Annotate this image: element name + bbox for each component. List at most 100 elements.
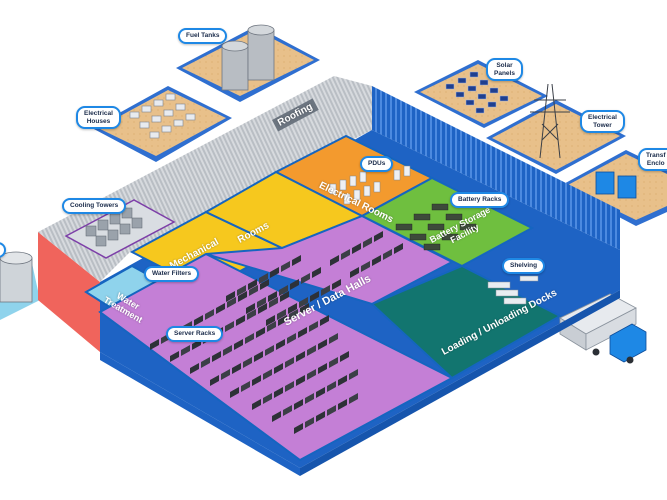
callout-water-filters: Water Filters: [144, 266, 200, 282]
callout-electrical-houses-line2: Houses: [86, 117, 111, 125]
server-rack: [276, 339, 285, 350]
callout-solar-panels-line1: Solar: [496, 62, 513, 69]
server-rack: [305, 417, 314, 428]
server-rack: [252, 399, 261, 410]
callout-server-racks: Server Racks: [166, 326, 224, 342]
server-rack: [194, 315, 203, 326]
server-rack: [299, 297, 308, 308]
server-rack: [181, 345, 190, 356]
server-rack: [307, 345, 316, 356]
server-rack: [352, 243, 361, 254]
server-rack: [292, 255, 301, 266]
server-rack: [280, 291, 289, 302]
server-rack: [372, 255, 381, 266]
server-rack: [281, 261, 290, 272]
callout-electrical-tower: Electrical Tower: [580, 110, 625, 133]
electrical-houses-pad: [92, 86, 232, 162]
server-rack: [329, 357, 338, 368]
server-rack: [383, 249, 392, 260]
zone-server-halls-upper: [205, 214, 455, 306]
server-rack: [249, 285, 258, 296]
server-rack: [289, 309, 298, 320]
shelving-units: [487, 275, 539, 305]
server-rack: [288, 303, 297, 314]
server-rack: [316, 411, 325, 422]
server-rack: [192, 339, 201, 350]
server-rack: [223, 345, 232, 356]
callout-transformer-enclosure-line1: Transf: [646, 152, 666, 159]
callout-cooling-towers: Cooling Towers: [62, 198, 127, 214]
server-rack: [237, 285, 246, 296]
server-rack: [361, 261, 370, 272]
callout-electrical-tower-line2: Tower: [593, 121, 612, 129]
callout-battery-racks: Battery Racks: [450, 192, 510, 208]
building-front-wall: [100, 352, 300, 476]
server-rack-rows: [150, 231, 403, 434]
server-rack: [236, 315, 245, 326]
server-rack: [312, 267, 321, 278]
server-rack: [298, 327, 307, 338]
server-rack: [263, 393, 272, 404]
server-rack: [170, 351, 179, 362]
server-rack: [265, 345, 274, 356]
building-right-front-wall: [300, 290, 620, 476]
server-rack: [216, 303, 225, 314]
server-rack: [374, 231, 383, 242]
server-rack: [278, 315, 287, 326]
callout-transformer-enclosure: Transf Enclo: [638, 148, 667, 171]
server-rack: [232, 363, 241, 374]
server-rack: [245, 333, 254, 344]
server-rack: [332, 279, 341, 290]
server-rack: [201, 357, 210, 368]
server-rack: [270, 267, 279, 278]
server-rack: [205, 309, 214, 320]
battery-racks: [395, 203, 477, 251]
server-rack: [227, 297, 236, 308]
callout-shelving: Shelving: [502, 258, 546, 274]
server-rack: [283, 405, 292, 416]
server-rack: [285, 357, 294, 368]
server-rack: [272, 411, 281, 422]
server-rack: [254, 351, 263, 362]
callout-electrical-houses-line1: Electrical: [84, 110, 113, 117]
server-rack: [150, 339, 159, 350]
server-rack: [363, 237, 372, 248]
server-rack: [321, 285, 330, 296]
building-left-wall: [38, 232, 100, 352]
server-rack: [338, 399, 347, 410]
server-rack: [267, 321, 276, 332]
transformer-enclosure-pad: [560, 150, 667, 226]
server-rack: [309, 321, 318, 332]
server-rack: [269, 297, 278, 308]
cooling-tower-units: [85, 207, 143, 247]
server-rack: [300, 303, 309, 314]
server-rack: [274, 387, 283, 398]
server-rack: [268, 291, 277, 302]
server-rack: [340, 351, 349, 362]
server-rack: [221, 369, 230, 380]
server-rack: [327, 405, 336, 416]
server-rack: [318, 339, 327, 350]
server-rack: [266, 315, 275, 326]
server-rack: [349, 369, 358, 380]
server-rack: [247, 309, 256, 320]
server-rack: [296, 351, 305, 362]
server-rack: [258, 303, 267, 314]
server-rack: [341, 249, 350, 260]
server-rack: [238, 291, 247, 302]
callout-pdus: PDUs: [360, 156, 394, 172]
server-rack: [259, 273, 268, 284]
server-rack: [330, 255, 339, 266]
server-rack: [225, 321, 234, 332]
building-back-wall: [372, 86, 620, 250]
solar-panels-pad: [414, 60, 548, 128]
callout-solar-panels: Solar Panels: [486, 58, 523, 81]
server-rack: [287, 333, 296, 344]
server-rack: [252, 375, 261, 386]
server-rack: [190, 363, 199, 374]
server-rack: [294, 423, 303, 434]
server-rack: [349, 393, 358, 404]
server-rack: [350, 267, 359, 278]
left-tank: [0, 251, 40, 320]
server-rack: [338, 375, 347, 386]
